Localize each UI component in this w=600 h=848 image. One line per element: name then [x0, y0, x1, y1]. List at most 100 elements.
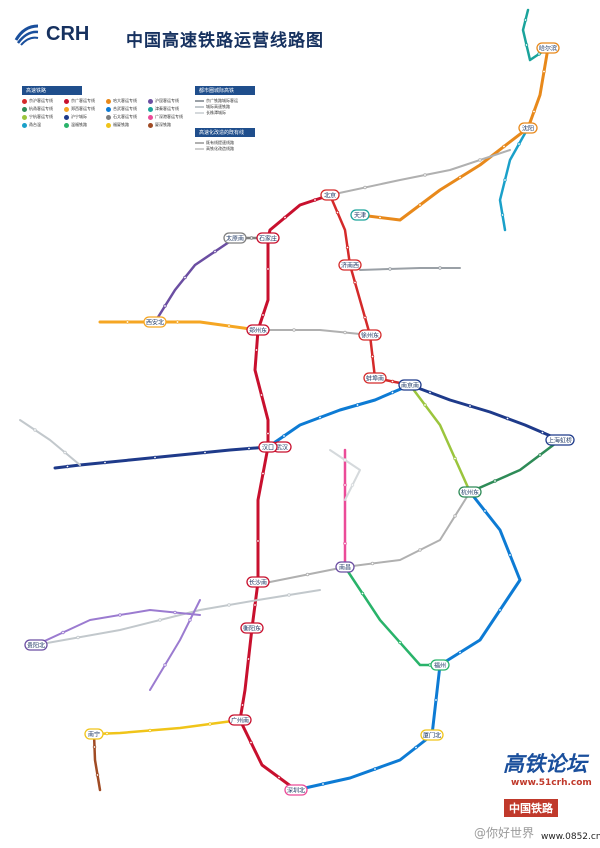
station-marker[interactable]: 南京南	[398, 379, 422, 391]
minor-stop	[76, 635, 80, 640]
minor-stop	[414, 745, 418, 750]
legend-swatch	[195, 106, 204, 108]
minor-stop	[500, 213, 505, 217]
rail-line	[153, 236, 237, 324]
legend-label: 京广铁路城际客运	[206, 98, 238, 103]
station-marker[interactable]: 汉口	[258, 441, 278, 453]
rail-line	[98, 320, 260, 332]
minor-stop	[434, 698, 438, 702]
station-badge	[258, 441, 278, 453]
rail-line	[35, 589, 321, 646]
station-marker[interactable]: 太原南	[223, 232, 247, 244]
legend-swatch	[195, 100, 204, 102]
station-label: 蚌埠南	[366, 375, 384, 383]
station-marker[interactable]: 厦门北	[420, 729, 444, 741]
legend-hsr: 高速铁路 京沪客运专线京广客运专线哈大客运专线沪昆客运专线杭甬客运专线郑西客运专…	[22, 86, 184, 128]
station-badge	[350, 209, 370, 221]
legend-row: 津秦客运专线	[148, 106, 190, 112]
station-label: 太原南	[226, 235, 244, 243]
minor-stop	[538, 453, 542, 457]
station-label: 福州	[434, 662, 446, 670]
minor-stop	[33, 428, 37, 432]
minor-stop	[353, 280, 357, 285]
station-marker[interactable]: 衡阳东	[240, 622, 264, 634]
legend-label: 合武客运专线	[113, 106, 137, 111]
crh-logo-icon	[14, 24, 39, 46]
station-marker[interactable]: 蚌埠南	[363, 372, 387, 384]
rail-line	[329, 449, 361, 501]
minor-stop	[540, 430, 545, 435]
legend-row: 城际高速铁路	[195, 104, 285, 110]
station-marker[interactable]: 沈阳	[518, 122, 538, 134]
minor-stop	[183, 275, 187, 280]
station-marker[interactable]: 北京	[320, 189, 340, 201]
station-label: 杭州东	[461, 489, 479, 497]
station-badge	[246, 576, 270, 588]
minor-stop	[227, 324, 231, 328]
legend-swatch	[64, 122, 69, 128]
minor-stop	[318, 415, 322, 420]
minor-stop	[118, 613, 122, 617]
legend-swatch	[148, 122, 153, 128]
legend-label: 津秦客运专线	[155, 106, 179, 111]
station-marker[interactable]: 福州	[430, 659, 450, 671]
minor-stop	[453, 514, 457, 518]
station-marker[interactable]: 西安北	[143, 316, 167, 328]
minor-stop	[390, 390, 395, 395]
legend-row: 京广铁路城际客运	[195, 98, 285, 104]
station-badge	[545, 434, 575, 446]
legend-label: 高铁化改造线路	[206, 146, 234, 151]
legend-label: 杭甬客运专线	[29, 106, 53, 111]
legend-swatch	[148, 106, 153, 112]
station-marker[interactable]: 上海虹桥	[545, 434, 575, 446]
station-marker[interactable]: 天津	[350, 209, 370, 221]
station-badge	[430, 659, 450, 671]
promo-url[interactable]: www.51crh.com	[511, 778, 592, 788]
station-marker[interactable]: 徐州东	[358, 329, 382, 341]
legend-swatch	[106, 122, 111, 128]
station-label: 南昌	[339, 564, 351, 572]
legend-label: 既有线提速线路	[206, 140, 234, 145]
legend-row: 宁杭客运专线	[22, 114, 64, 120]
legend-intercity: 都市圈城际高铁 京广铁路城际客运城际高速铁路长株潭城际	[195, 86, 285, 116]
station-marker[interactable]: 贵阳北	[24, 639, 48, 651]
minor-stop	[523, 18, 528, 22]
minor-stop	[247, 446, 251, 451]
minor-stop	[61, 630, 65, 635]
station-marker[interactable]: 郑州东	[246, 324, 270, 336]
legend-row: 厦深铁路	[148, 122, 190, 128]
station-label: 厦门北	[423, 732, 441, 740]
station-marker[interactable]: 广州南	[228, 714, 252, 726]
legend-swatch	[195, 142, 204, 144]
rail-line	[329, 149, 511, 196]
minor-stop	[153, 455, 157, 460]
station-badge	[228, 714, 252, 726]
map-title: 中国高速铁路运营线路图	[126, 31, 324, 51]
site-watermark: www.0852.cn	[541, 832, 600, 842]
station-label: 徐州东	[361, 332, 379, 340]
station-marker[interactable]: 长沙南	[246, 576, 270, 588]
legend-label: 广深港客运专线	[155, 114, 183, 119]
station-label: 南京南	[401, 382, 419, 390]
minor-stop	[343, 483, 347, 487]
legend-row: 既有线提速线路	[195, 140, 285, 146]
legend-row: 长株潭城际	[195, 110, 285, 116]
station-badge	[363, 372, 387, 384]
station-marker[interactable]: 哈尔滨	[536, 42, 560, 54]
railway-badge: 中国铁路	[504, 799, 558, 817]
station-marker[interactable]: 深圳北	[284, 784, 308, 796]
station-marker[interactable]: 石家庄	[256, 232, 280, 244]
minor-stop	[105, 731, 109, 736]
minor-stop	[256, 539, 260, 543]
station-label: 长沙南	[249, 579, 267, 587]
station-badge	[246, 324, 270, 336]
station-badge	[398, 379, 422, 391]
minor-stop	[321, 782, 325, 786]
station-marker[interactable]: 南昌	[335, 561, 355, 573]
station-badge	[284, 784, 308, 796]
station-marker[interactable]: 杭州东	[458, 486, 482, 498]
crh-logo: CRH	[14, 22, 89, 46]
legend-row: 郑西客运专线	[64, 106, 106, 112]
station-marker[interactable]: 南宁	[84, 728, 104, 740]
station-marker[interactable]: 济南西	[338, 259, 362, 271]
